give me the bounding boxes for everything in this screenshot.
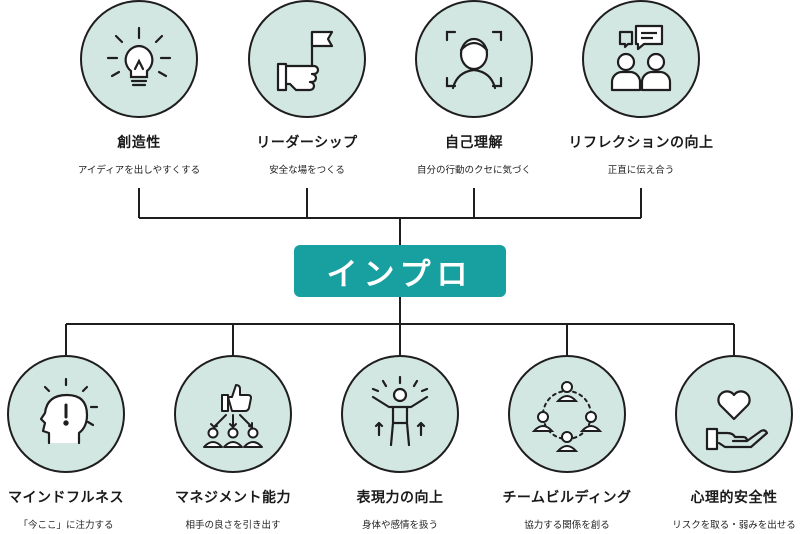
node-subtitle: 「今ここ」に注力する (18, 520, 114, 531)
thumbs-up-team-icon (203, 384, 263, 448)
leadership-circle (248, 0, 366, 118)
node-subtitle: 相手の良さを引き出す (185, 520, 281, 531)
node-subtitle: リスクを取る・弱みを出せる (672, 520, 796, 531)
node-title: 自己理解 (445, 135, 503, 151)
mindfulness-circle (7, 355, 125, 473)
lightbulb-icon (106, 26, 172, 87)
node-title: リーダーシップ (256, 135, 358, 151)
node-expression: 表現力の向上 身体や感情を扱う (327, 355, 473, 531)
node-subtitle: 身体や感情を扱う (361, 520, 438, 531)
center-label: インプロ (294, 245, 506, 297)
node-self-understanding: 自己理解 自分の行動のクセに気づく (401, 0, 547, 176)
node-subtitle: 正直に伝え合う (607, 165, 675, 176)
node-psych-safety: 心理的安全性 リスクを取る・弱みを出せる (661, 355, 800, 531)
node-title: リフレクションの向上 (568, 135, 714, 151)
node-team-building: チームビルディング 協力する関係を創る (494, 355, 640, 531)
node-creativity: 創造性 アイディアを出しやすくする (66, 0, 212, 176)
head-alert-icon (39, 377, 99, 445)
node-title: マネジメント能力 (175, 490, 291, 506)
face-focus-icon (445, 30, 503, 90)
node-subtitle: アイディアを出しやすくする (77, 165, 201, 176)
node-title: 創造性 (117, 135, 161, 151)
expression-circle (341, 355, 459, 473)
self-understanding-circle (415, 0, 533, 118)
person-expression-icon (371, 375, 429, 447)
people-chat-icon (610, 24, 672, 92)
node-management: マネジメント能力 相手の良さを引き出す (160, 355, 306, 531)
psych-safety-circle (675, 355, 793, 473)
node-title: 表現力の向上 (356, 490, 444, 506)
node-subtitle: 自分の行動のクセに気づく (416, 165, 531, 176)
node-subtitle: 協力する関係を創る (524, 520, 610, 531)
node-title: チームビルディング (502, 490, 632, 506)
node-reflection: リフレクションの向上 正直に伝え合う (568, 0, 714, 176)
node-leadership: リーダーシップ 安全な場をつくる (234, 0, 380, 176)
team-circle-icon (531, 381, 603, 452)
reflection-circle (582, 0, 700, 118)
node-mindfulness: マインドフルネス 「今ここ」に注力する (0, 355, 139, 531)
node-title: 心理的安全性 (690, 490, 778, 506)
management-circle (174, 355, 292, 473)
heart-hand-icon (705, 390, 769, 451)
node-subtitle: 安全な場をつくる (269, 165, 345, 176)
hand-flag-icon (276, 30, 334, 92)
node-title: マインドフルネス (8, 490, 124, 506)
team-building-circle (508, 355, 626, 473)
creativity-circle (80, 0, 198, 118)
